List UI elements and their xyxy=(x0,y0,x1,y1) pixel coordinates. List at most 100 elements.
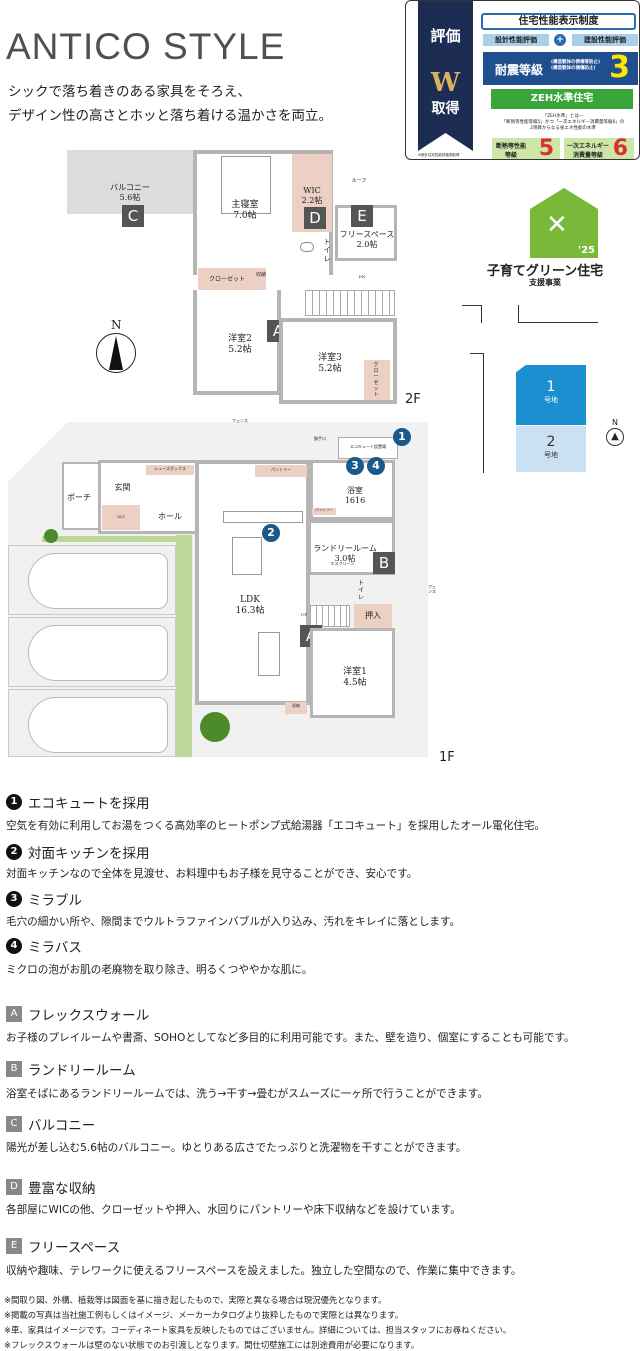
compass-arrow-icon xyxy=(109,336,123,370)
sci xyxy=(102,505,140,530)
master-label: 主寝室 7.0帖 xyxy=(231,200,259,221)
pantry-2 xyxy=(312,508,336,515)
design-eval: 設計性能評価 xyxy=(483,34,549,46)
shoebox-label: シューズボックス xyxy=(154,466,186,471)
north-label: N xyxy=(111,318,122,332)
evaluation-ribbon: 評価 W 取得 xyxy=(418,1,473,151)
storage-label: 収納 xyxy=(256,272,267,278)
kitchen-counter xyxy=(223,511,303,523)
feature-title: バルコニー xyxy=(28,1118,96,1134)
oshiire-label: 押入 xyxy=(365,611,381,620)
marker-d: D xyxy=(304,207,326,229)
dn-label: DN xyxy=(358,274,366,279)
build-eval: 建設性能評価 xyxy=(572,34,638,46)
note-line: ※車、家具はイメージです。コーディネート家具を反映したものではございません。詳細… xyxy=(4,1325,512,1335)
lot-1: 1 号地 xyxy=(516,365,586,425)
feature-mark: 2 xyxy=(6,844,22,860)
feature-body: お子様のプレイルームや書斎、SOHOとしてなど多目的に利用可能です。また、壁を造… xyxy=(6,1032,575,1044)
stairs-1f xyxy=(310,605,350,627)
western3-label: 洋室3 5.2帖 xyxy=(318,353,342,374)
lot-2-num: 2 xyxy=(546,434,556,450)
dining-table-icon xyxy=(232,537,262,575)
insulation-label: 断熱等性能 等級 xyxy=(496,143,527,159)
marker-e: E xyxy=(351,205,373,227)
oshiire xyxy=(354,604,392,628)
note-line: ※掲載の写真は当社施工例もしくはイメージ、メーカーカタログより抜粋したもので実際… xyxy=(4,1310,404,1320)
seismic-label: 耐震等級 xyxy=(495,63,544,77)
feature-body: 毛穴の細かい所や、隙間までウルトラファインバブルが入り込み、汚れをキレイに落とし… xyxy=(6,916,461,928)
feature-title: 対面キッチンを採用 xyxy=(28,846,150,862)
zeh-desc: 「ZEH水準」とは— 「断熱等性能等級5」かつ「一次エネルギー消費量等級6」の … xyxy=(501,114,625,131)
entrance-label: 玄関 xyxy=(114,483,131,492)
energy-label: 一次エネルギー 消費量等級 xyxy=(567,143,610,159)
back-door-label: 勝手口 xyxy=(314,436,326,441)
hoscreen-label: ホスクリーン xyxy=(330,561,355,566)
ecocute-label: エコキュート設置場 xyxy=(350,444,386,449)
fence-top-label: フェンス xyxy=(232,418,248,423)
bath-label: 浴室 1616 xyxy=(344,486,366,505)
green-logo-title: 子育てグリーン住宅 xyxy=(486,264,604,279)
pantry2-label: パントリー xyxy=(315,508,333,512)
green-house-logo: ✕ '25 xyxy=(530,188,598,258)
badge-footnote: ※設計住宅性能評価書取得 xyxy=(418,153,460,157)
ecocute-area xyxy=(338,437,398,459)
feature-body: 収納や趣味、テレワークに使えるフリースペースを設えました。独立した空間なので、作… xyxy=(6,1265,522,1277)
ribbon-w: W xyxy=(430,68,461,98)
toilet-1f-label: トイレ xyxy=(357,580,364,602)
logo-year: '25 xyxy=(578,245,595,256)
feature-title: エコキュートを採用 xyxy=(28,796,150,812)
energy-value: 6 xyxy=(612,136,628,160)
floor-1-label: 1F xyxy=(439,750,455,765)
closet-3 xyxy=(364,360,390,400)
shoebox xyxy=(146,465,194,475)
road-line xyxy=(462,305,482,323)
feature-body: ミクロの泡がお肌の老廃物を取り除き、明るくつややかな肌に。 xyxy=(6,964,313,976)
tree-icon xyxy=(200,712,230,742)
pantry-label: パントリー xyxy=(270,467,292,472)
page-title: ANTICO STYLE xyxy=(6,26,286,67)
floor-2-label: 2F xyxy=(405,392,421,407)
fence-right-label: フェンス xyxy=(428,584,436,594)
cross-icon: ✕ xyxy=(546,210,568,240)
sci-label: SCI xyxy=(117,514,125,519)
car-icon xyxy=(28,625,168,681)
seismic-grade: 耐震等級 (構造躯体の倒壊等防止) (構造躯体の損傷防止) 3 xyxy=(483,50,638,85)
road-line xyxy=(518,305,598,323)
feature-mark: B xyxy=(6,1061,22,1077)
feature-heading: A フレックスウォール xyxy=(6,1004,149,1024)
lot-2: 2 号地 xyxy=(516,426,586,472)
small-north-label: N xyxy=(612,418,618,427)
green-path xyxy=(176,535,192,757)
feature-title: フレックスウォール xyxy=(28,1008,150,1024)
marker-b: B xyxy=(373,552,395,574)
insulation-grade: 断熱等性能 等級 5 xyxy=(492,136,560,159)
feature-mark: 1 xyxy=(6,794,22,810)
closet xyxy=(198,268,256,292)
feature-mark: 4 xyxy=(6,938,22,954)
storage xyxy=(256,268,266,292)
ldk-label: LDK 16.3帖 xyxy=(235,595,265,616)
note-line: ※フレックスウォールは壁のない状態でのお引渡しとなります。間仕切壁施工には別途費… xyxy=(4,1340,420,1350)
feature-title: ミラブル xyxy=(28,893,82,909)
hall-label: ホール xyxy=(158,512,182,521)
closet3-label: クローゼット xyxy=(373,362,379,398)
feature-body: 対面キッチンなので全体を見渡せ、お料理中もお子様を見守ることができ、安心です。 xyxy=(6,868,418,880)
sofa-icon xyxy=(258,632,280,676)
marker-2: 2 xyxy=(262,524,280,542)
stairs xyxy=(305,290,395,316)
note-line: ※間取り図、外構、植栽等は図面を基に描き起したもので、実際と異なる場合は現況優先… xyxy=(4,1295,387,1305)
feature-mark: E xyxy=(6,1238,22,1254)
road-line xyxy=(470,353,484,473)
lot-2-label: 号地 xyxy=(544,451,558,459)
western-room-2 xyxy=(193,290,281,395)
plus-icon: + xyxy=(554,34,566,46)
energy-grade: 一次エネルギー 消費量等級 6 xyxy=(564,136,634,160)
toilet-icon xyxy=(300,242,314,252)
feature-body: 各部屋にWICの他、クローゼットや押入、水回りにパントリーや床下収納などを設けて… xyxy=(6,1204,461,1216)
feature-mark: A xyxy=(6,1006,22,1022)
green-logo-sub: 支援事業 xyxy=(529,278,561,287)
